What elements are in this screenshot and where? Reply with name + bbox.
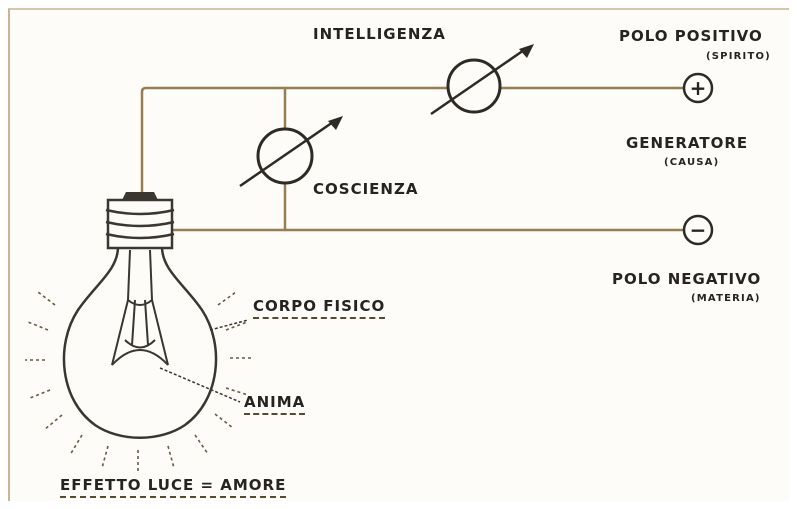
polo-positivo-label: POLO POSITIVO: [619, 27, 763, 45]
wire-network: [142, 88, 683, 230]
materia-label: (MATERIA): [691, 293, 761, 304]
anima-label: ANIMA: [244, 393, 305, 415]
minus-symbol: −: [690, 218, 707, 242]
coscienza-meter: [240, 116, 343, 186]
corpo-fisico-pointer: [210, 320, 248, 330]
bulb-base: [106, 192, 174, 248]
corpo-fisico-label: CORPO FISICO: [253, 297, 385, 319]
generatore-label: GENERATORE: [626, 134, 748, 152]
light-bulb: [25, 192, 252, 472]
plus-symbol: +: [690, 76, 707, 100]
polo-negativo-label: POLO NEGATIVO: [612, 270, 761, 288]
causa-label: (CAUSA): [664, 157, 719, 168]
positive-terminal: +: [684, 74, 712, 102]
intelligenza-meter: [431, 44, 534, 114]
effetto-luce-label: EFFETTO LUCE = AMORE: [60, 476, 286, 498]
spirito-label: (SPIRITO): [706, 51, 771, 62]
bulb-glass: [64, 247, 216, 438]
intelligenza-label: INTELLIGENZA: [313, 25, 446, 43]
coscienza-label: COSCIENZA: [313, 180, 418, 198]
negative-terminal: −: [684, 216, 712, 244]
